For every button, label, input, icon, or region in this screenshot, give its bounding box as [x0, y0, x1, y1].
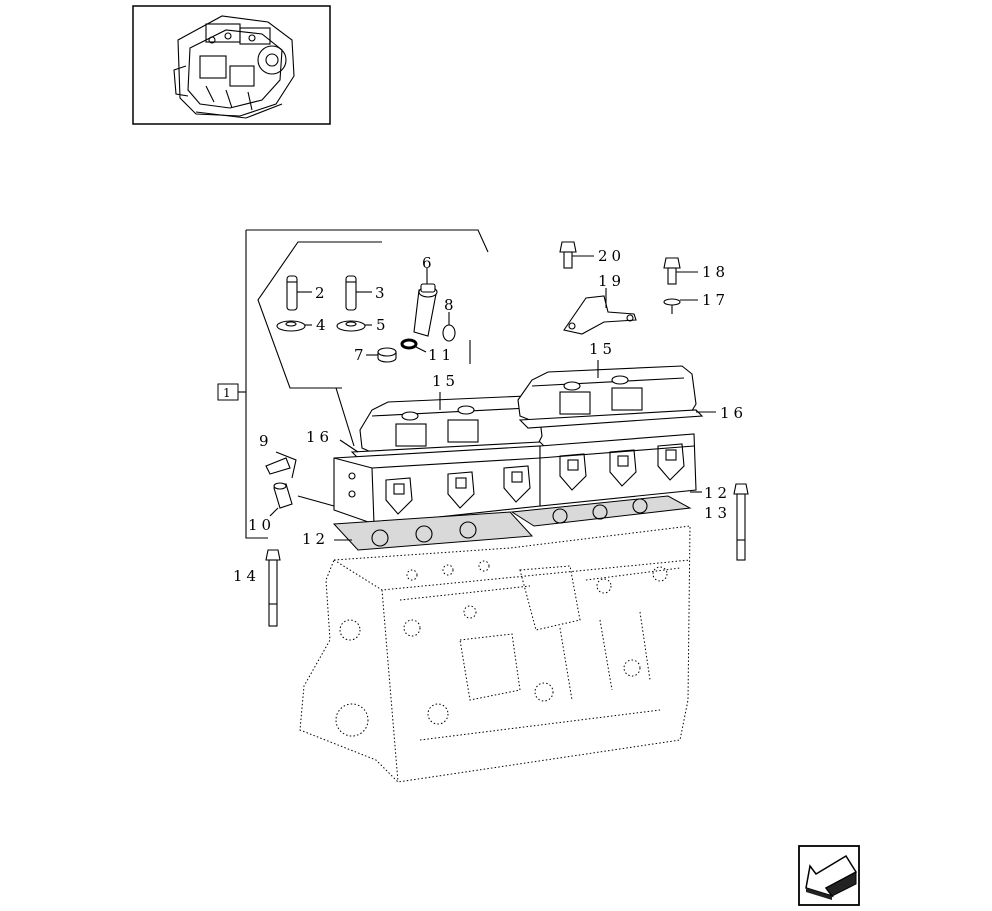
callout-10: 10 [248, 516, 275, 534]
valve-guide-3 [345, 275, 372, 311]
cover-gasket-right [518, 409, 716, 429]
callout-12-right: 12 [704, 484, 731, 502]
rocker-cover-right [517, 360, 697, 425]
callout-box-1 [217, 383, 239, 401]
o-ring-11 [400, 338, 427, 353]
elbow-fitting-9 [265, 451, 297, 479]
callout-7: 7 [354, 346, 368, 364]
previous-page-button[interactable] [798, 845, 860, 906]
callout-15-left: 15 [432, 372, 459, 390]
callout-6: 6 [422, 254, 436, 272]
leader-16-left [335, 387, 355, 447]
cylinder-head-left [333, 445, 541, 525]
callout-3: 3 [375, 284, 389, 302]
callout-8: 8 [444, 296, 458, 314]
callout-2: 2 [315, 284, 329, 302]
previous-page-arrow-icon [805, 854, 858, 900]
bolt-18 [663, 257, 698, 285]
engine-thumbnail[interactable] [132, 5, 331, 125]
elbow-fitting-10 [269, 482, 293, 517]
head-gasket-right [510, 491, 702, 527]
callout-19: 19 [598, 272, 625, 290]
callout-15-right: 15 [589, 340, 616, 358]
lifting-bracket-19 [563, 288, 637, 335]
washer-17 [663, 298, 698, 314]
cylinder-head-right [539, 433, 697, 507]
callout-1: 1 [223, 386, 231, 400]
callout-4: 4 [316, 316, 330, 334]
callout-12-left: 12 [302, 530, 329, 548]
head-gasket-left [332, 511, 534, 551]
callout-16-left: 16 [306, 428, 333, 446]
callout-labels: 1 2 3 4 5 6 7 8 9 10 11 12 12 13 14 15 1… [223, 247, 747, 585]
bolt-20 [559, 241, 594, 269]
injector-sleeve-6 [413, 268, 438, 337]
engine-block-ghost [299, 525, 691, 783]
callout-11: 11 [428, 346, 455, 364]
valve-seat-4 [276, 320, 312, 332]
plug-7 [366, 347, 397, 363]
callout-20: 20 [598, 247, 625, 265]
callout-13: 13 [704, 504, 731, 522]
group-bracket [238, 229, 489, 539]
callout-14: 14 [233, 567, 260, 585]
valve-guide-2 [286, 275, 312, 311]
callout-5: 5 [376, 316, 390, 334]
head-bolt-13 [733, 483, 749, 561]
engine-overview-thumbnail-icon [173, 15, 295, 119]
seal-ring-8 [442, 312, 456, 342]
callout-9: 9 [259, 432, 273, 450]
callout-16-right: 16 [720, 404, 747, 422]
leader-10 [297, 495, 335, 507]
head-bolt-14 [265, 549, 281, 627]
callout-17: 17 [702, 291, 729, 309]
callout-18: 18 [702, 263, 729, 281]
valve-seat-5 [336, 320, 372, 332]
